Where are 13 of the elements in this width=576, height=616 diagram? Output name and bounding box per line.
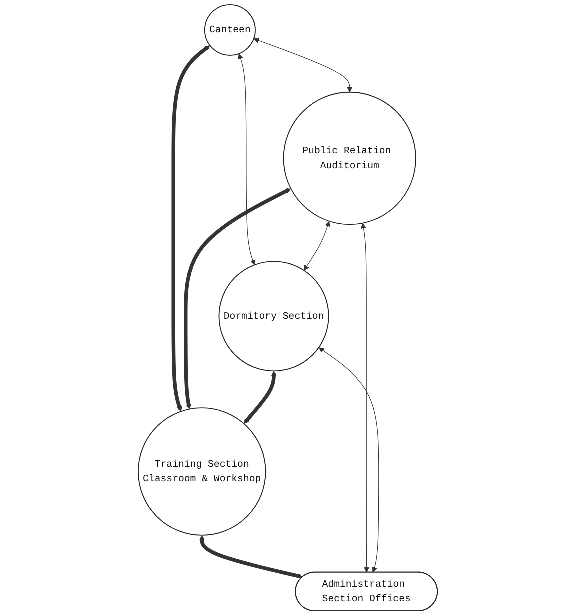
node-circle: Canteen [204, 4, 256, 56]
arrow [238, 54, 256, 266]
arrow [254, 38, 353, 93]
node-circle: Public Relation Auditorium [283, 92, 416, 226]
arrow [304, 221, 330, 271]
node-circle: Dormitory Section [218, 261, 330, 372]
arrow [318, 348, 380, 573]
arrow [199, 535, 303, 579]
arrow [172, 46, 210, 412]
arrow [361, 223, 370, 573]
node-circle: Training Section Classroom & Workshop [138, 408, 266, 536]
arrow [184, 188, 292, 410]
arrow [244, 371, 277, 424]
